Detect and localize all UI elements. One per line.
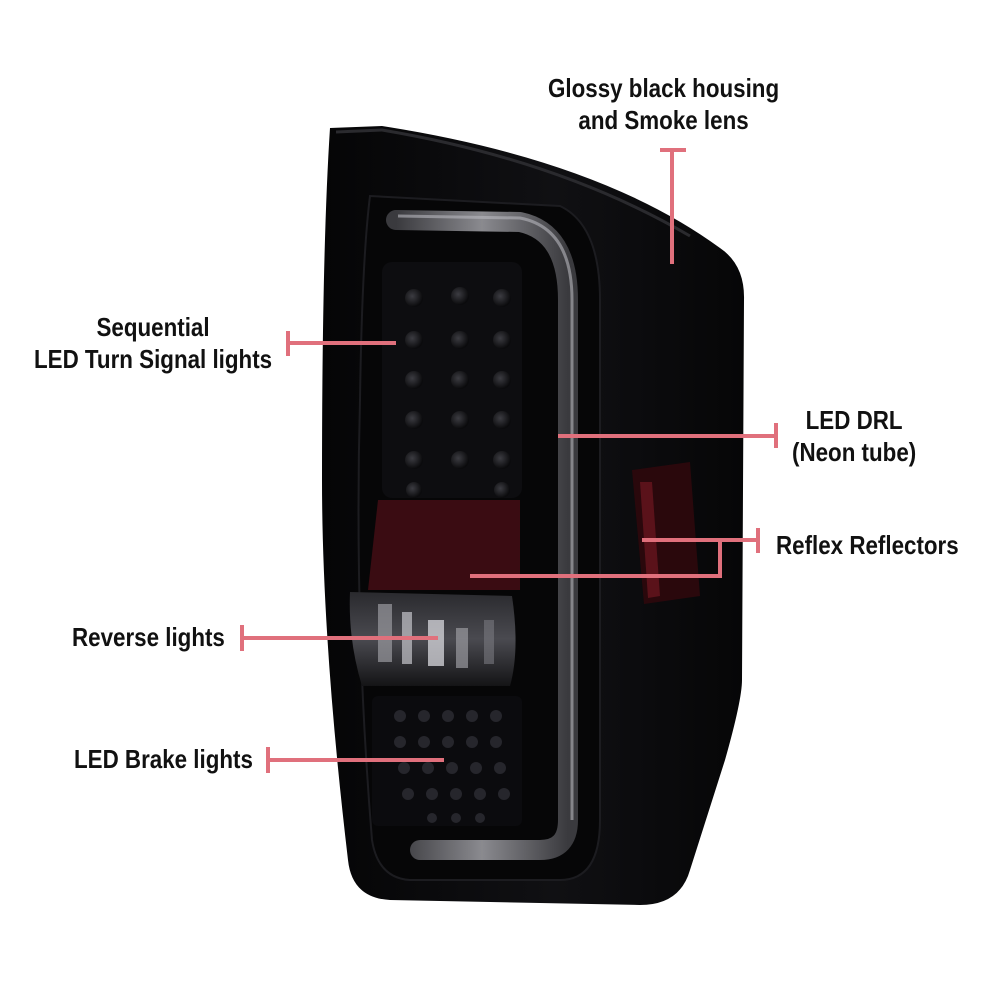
led (451, 287, 469, 305)
callout-drl: LED DRL (Neon tube) (792, 404, 916, 468)
callout-turn-signal: Sequential LED Turn Signal lights (34, 311, 272, 375)
led (451, 451, 469, 469)
led (402, 788, 414, 800)
led (406, 482, 422, 498)
led (422, 762, 434, 774)
led (451, 813, 461, 823)
led (470, 762, 482, 774)
led (493, 451, 511, 469)
housing-highlight (335, 128, 691, 238)
callout-housing-line-1: Glossy black housing (548, 73, 780, 103)
led (418, 736, 430, 748)
neon-tube-drl (386, 210, 578, 860)
led (451, 411, 469, 429)
reflection (484, 620, 494, 664)
led (493, 289, 511, 307)
led (394, 736, 406, 748)
led (451, 371, 469, 389)
led (493, 371, 511, 389)
reflection (428, 620, 444, 666)
led (450, 788, 462, 800)
callout-drl-line-1: LED DRL (805, 405, 903, 435)
callout-turn-signal-line-1: Sequential (96, 312, 210, 342)
led (405, 371, 423, 389)
led (474, 788, 486, 800)
reflector-band (368, 500, 520, 590)
neon-tube-highlight (397, 214, 574, 820)
brake-leds (394, 710, 510, 823)
led (490, 710, 502, 722)
leader-lines (240, 148, 778, 773)
callout-drl-line-2: (Neon tube) (792, 437, 917, 467)
led (494, 482, 510, 498)
led (442, 710, 454, 722)
led (466, 710, 478, 722)
led (418, 710, 430, 722)
led (426, 788, 438, 800)
callout-housing: Glossy black housing and Smoke lens (548, 72, 779, 136)
led (398, 762, 410, 774)
callout-reverse-line-1: Reverse lights (72, 622, 225, 652)
led (446, 762, 458, 774)
led (405, 451, 423, 469)
callout-brake-line-1: LED Brake lights (74, 744, 253, 774)
led (451, 331, 469, 349)
led (498, 788, 510, 800)
led (442, 736, 454, 748)
led (466, 736, 478, 748)
led (490, 736, 502, 748)
reflection (378, 604, 392, 662)
led (494, 762, 506, 774)
led (427, 813, 437, 823)
led (405, 289, 423, 307)
callout-reflectors-line-1: Reflex Reflectors (776, 530, 959, 560)
led (493, 411, 511, 429)
callout-reverse: Reverse lights (72, 621, 225, 653)
led (493, 331, 511, 349)
callout-turn-signal-line-2: LED Turn Signal lights (34, 344, 273, 374)
callout-reflectors: Reflex Reflectors (776, 529, 959, 561)
turn-signal-leds (405, 287, 511, 498)
led (405, 411, 423, 429)
callout-brake: LED Brake lights (74, 743, 253, 775)
reflection (456, 628, 468, 668)
led (405, 331, 423, 349)
led (394, 710, 406, 722)
leader-reflectors (470, 538, 758, 578)
callout-housing-line-2: and Smoke lens (578, 105, 749, 135)
led (475, 813, 485, 823)
